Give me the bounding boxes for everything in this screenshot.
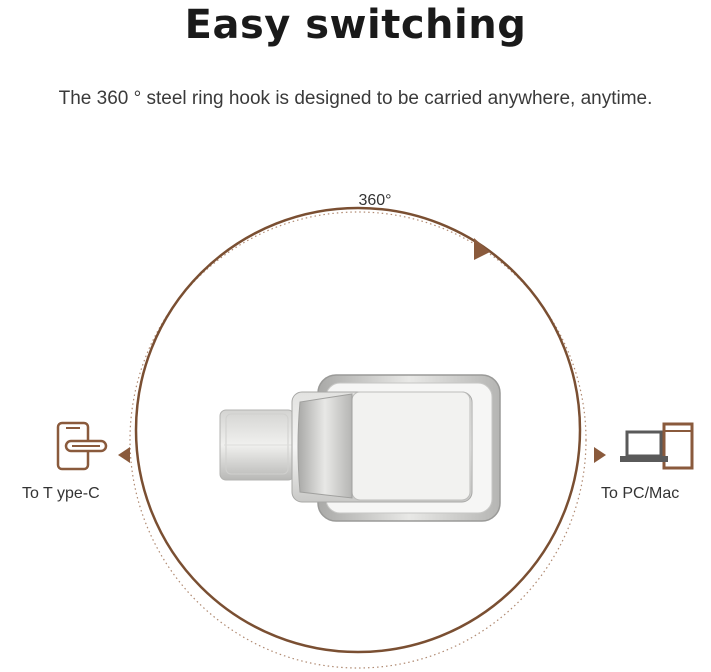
laptop-monitor-icon	[620, 422, 694, 470]
arrow-right-icon	[594, 447, 606, 463]
phone-usb-c-icon	[56, 421, 108, 471]
rotation-arrow-icon	[474, 238, 490, 260]
type-c-label: To T ype-C	[22, 485, 100, 502]
page-title: Easy switching	[184, 2, 527, 48]
arrow-left-icon	[118, 447, 130, 463]
rotation-label: 360°	[358, 192, 392, 209]
steel-ring-circle	[134, 206, 582, 654]
dotted-rotation-circle	[129, 211, 587, 669]
pc-mac-label: To PC/Mac	[601, 485, 680, 502]
usb-drive	[219, 374, 501, 522]
page-subtitle: The 360 ° steel ring hook is designed to…	[58, 88, 653, 109]
